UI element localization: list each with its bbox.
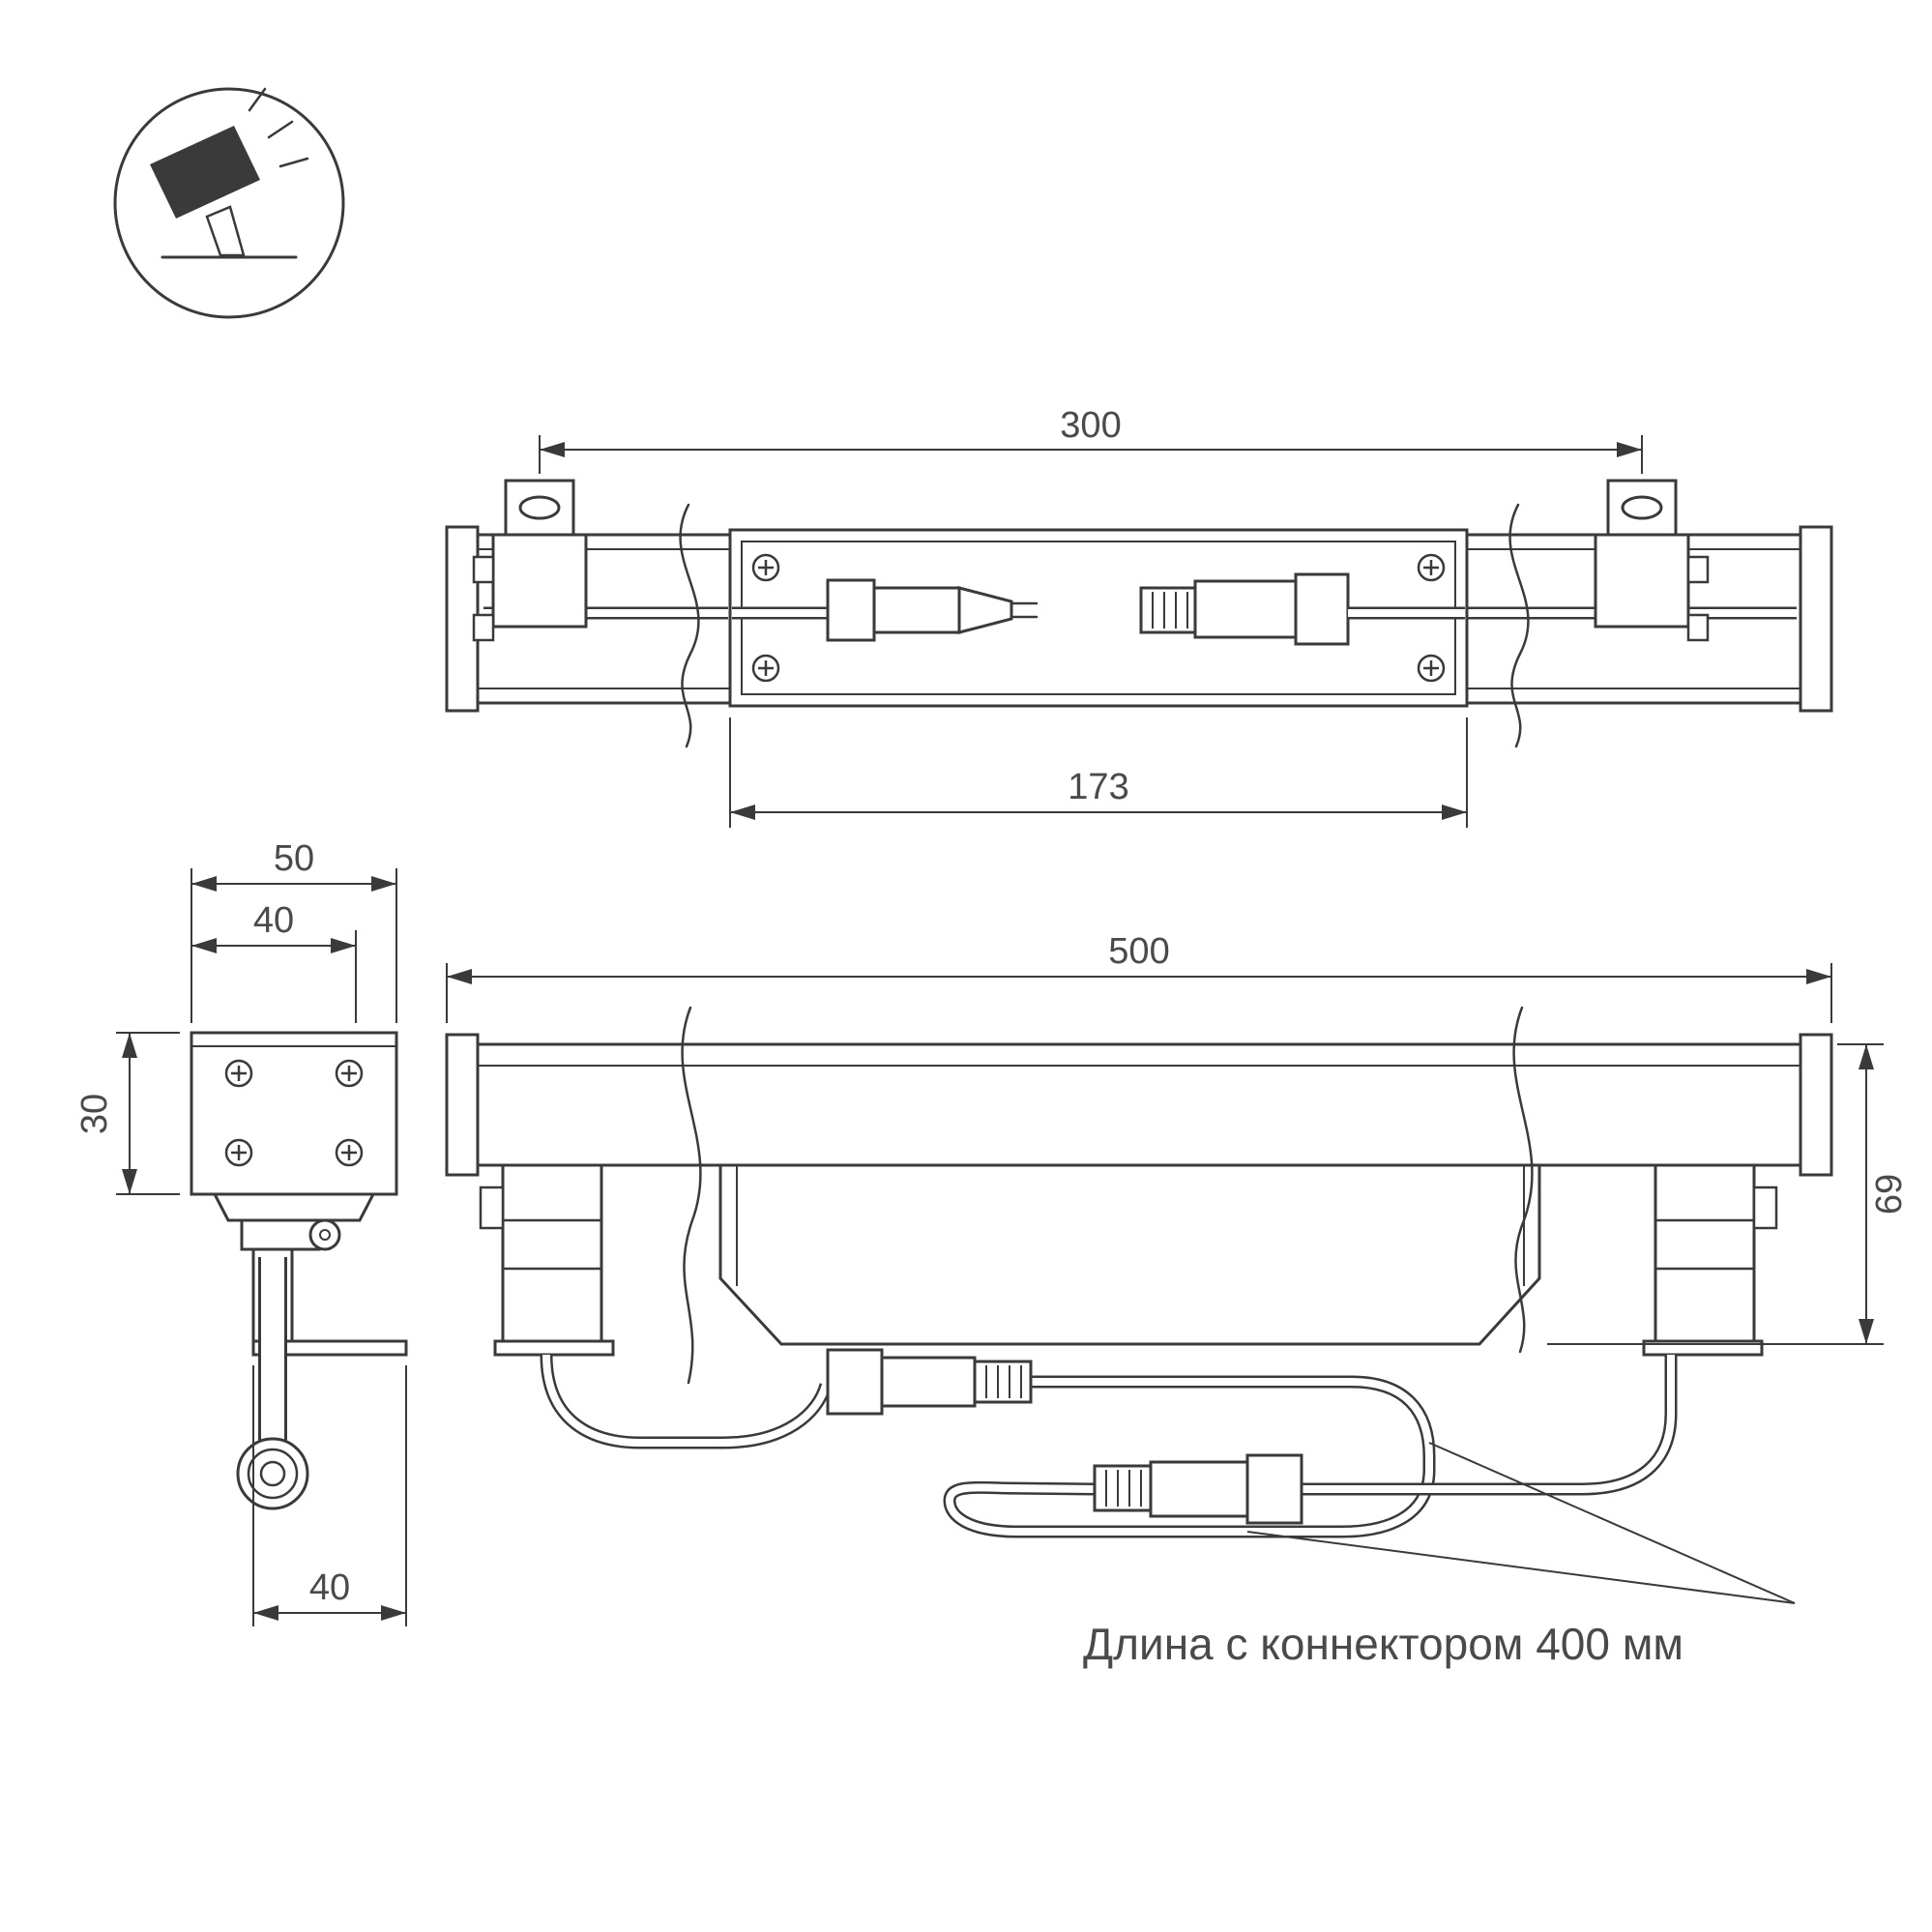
break-line — [681, 1006, 702, 1385]
end-bracket-foot — [251, 1339, 408, 1357]
floodlight-icon — [113, 87, 345, 319]
leader-line — [1428, 1442, 1796, 1604]
side-view: 500 69 — [445, 931, 1910, 1604]
top-view: 300 173 — [445, 405, 1833, 828]
dimension-40-bottom: 40 — [252, 1365, 407, 1626]
top-bracket-left — [472, 479, 588, 642]
connector-plug — [1149, 1460, 1249, 1518]
connector-taper — [957, 586, 1013, 634]
connector-body — [872, 586, 961, 634]
top-bracket-right — [1594, 479, 1710, 642]
side-bar-body — [476, 1042, 1802, 1167]
dimension-label-side-height: 69 — [1869, 1174, 1910, 1215]
side-endcap-left — [445, 1033, 480, 1177]
break-line — [1512, 1006, 1534, 1354]
dimension-300: 300 — [539, 405, 1643, 474]
connector-block — [826, 578, 876, 642]
dimension-label-body: 173 — [1068, 767, 1128, 807]
dimension-500: 500 — [446, 931, 1832, 1023]
connector-block — [1294, 572, 1350, 646]
connector-pair-upper — [826, 1348, 1033, 1416]
side-bracket-left — [479, 1163, 615, 1357]
dimension-label-width-outer: 50 — [274, 838, 314, 879]
dimension-label-depth: 40 — [309, 1567, 350, 1608]
bracket-foot — [493, 1339, 615, 1357]
connector-block — [826, 1348, 884, 1416]
break-line — [679, 503, 700, 748]
connector-plug — [880, 1356, 977, 1408]
dimension-label-length: 500 — [1108, 931, 1169, 972]
end-clamp-block — [240, 1218, 321, 1251]
break-line — [1508, 503, 1530, 748]
side-endcap-right — [1799, 1033, 1833, 1177]
end-view: 50 40 30 40 — [74, 838, 408, 1626]
driver-housing — [718, 1163, 1541, 1346]
connector-ribs — [1139, 586, 1197, 634]
connector-ribs — [973, 1360, 1033, 1404]
leader-line — [1246, 1531, 1796, 1604]
side-bracket-right — [1642, 1163, 1778, 1357]
bracket-knob — [479, 1186, 505, 1230]
dimension-173: 173 — [729, 717, 1468, 828]
clamp-knob — [308, 1218, 341, 1251]
cable-length-note: Длина с коннектором 400 мм — [1083, 1619, 1683, 1669]
connector-ribs — [1093, 1464, 1153, 1512]
dimension-69: 69 — [1547, 1043, 1910, 1345]
connector-block — [1245, 1453, 1303, 1525]
end-connector — [236, 1437, 309, 1510]
floodlight-stand — [205, 205, 246, 257]
end-body — [190, 1031, 398, 1196]
dimension-label-height: 30 — [74, 1094, 115, 1134]
connector-pair-lower — [1093, 1453, 1303, 1525]
cable-runs — [540, 1354, 1678, 1538]
end-clamp-interface — [212, 1192, 376, 1222]
icon-circle — [113, 87, 345, 319]
floodlight-head — [150, 126, 260, 219]
top-endcap-left — [445, 525, 480, 713]
bracket-knob — [1752, 1186, 1778, 1230]
dimension-label-overall: 300 — [1060, 405, 1121, 446]
connector-pins — [1010, 601, 1039, 619]
top-connectors — [732, 572, 1465, 646]
connector-plug — [1193, 579, 1298, 639]
light-rays — [248, 87, 309, 168]
dimension-40-top: 40 — [191, 900, 357, 1023]
dimension-30: 30 — [74, 1032, 180, 1195]
top-endcap-right — [1799, 525, 1833, 713]
dimension-label-width-inner: 40 — [253, 900, 294, 941]
